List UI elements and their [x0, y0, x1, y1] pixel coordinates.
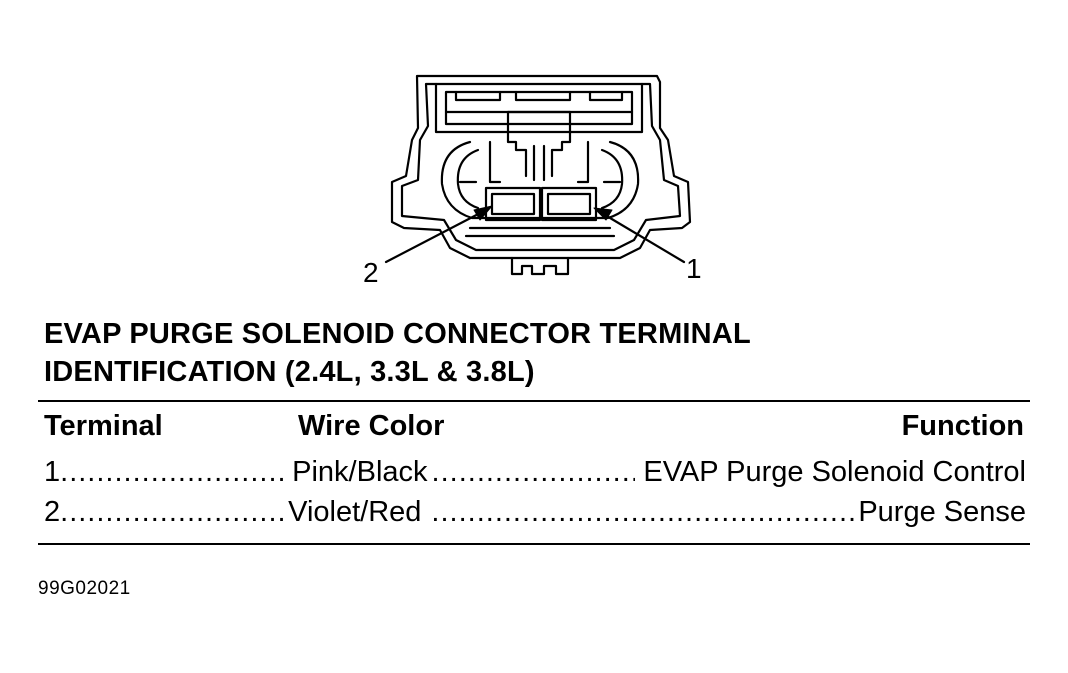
header-function: Function [901, 410, 1024, 442]
dot-leader [431, 496, 858, 529]
terminal-function: Purge Sense [858, 496, 1026, 528]
title-line-1: EVAP PURGE SOLENOID CONNECTOR TERMINAL [44, 318, 751, 350]
bottom-key [510, 256, 570, 276]
terminal-number: 1 [44, 456, 61, 488]
terminal-1-window [540, 186, 598, 222]
connector-housing-outline [390, 74, 692, 260]
terminal-function: EVAP Purge Solenoid Control [643, 456, 1026, 488]
callout-1-leader [598, 210, 686, 264]
top-latch-inner [444, 90, 634, 126]
callout-1-label: 1 [686, 253, 702, 284]
connector-housing-inner [400, 82, 682, 252]
table-bottom-rule [38, 543, 1030, 545]
header-wire-color: Wire Color [298, 410, 445, 442]
callout-2-leader [384, 208, 488, 264]
wire-color: Pink/Black [292, 456, 428, 488]
table-row: 1 Pink/Black EVAP Purge Solenoid Control [44, 456, 1026, 492]
terminal-2-window [484, 186, 542, 222]
header-terminal: Terminal [44, 410, 163, 442]
wire-color: Violet/Red [288, 496, 422, 528]
terminal-number: 2 [44, 496, 61, 528]
top-latch [434, 82, 644, 134]
dot-leader [60, 496, 284, 529]
callout-2-label: 2 [363, 257, 379, 288]
dot-leader [60, 456, 284, 489]
figure-id: 99G02021 [38, 578, 131, 599]
table-row: 2 Violet/Red Purge Sense [44, 496, 1026, 532]
connector-diagram: 2 1 [363, 74, 702, 288]
dot-leader [432, 456, 636, 489]
table-top-rule [38, 400, 1030, 402]
title-line-2: IDENTIFICATION (2.4L, 3.3L & 3.8L) [44, 356, 535, 388]
